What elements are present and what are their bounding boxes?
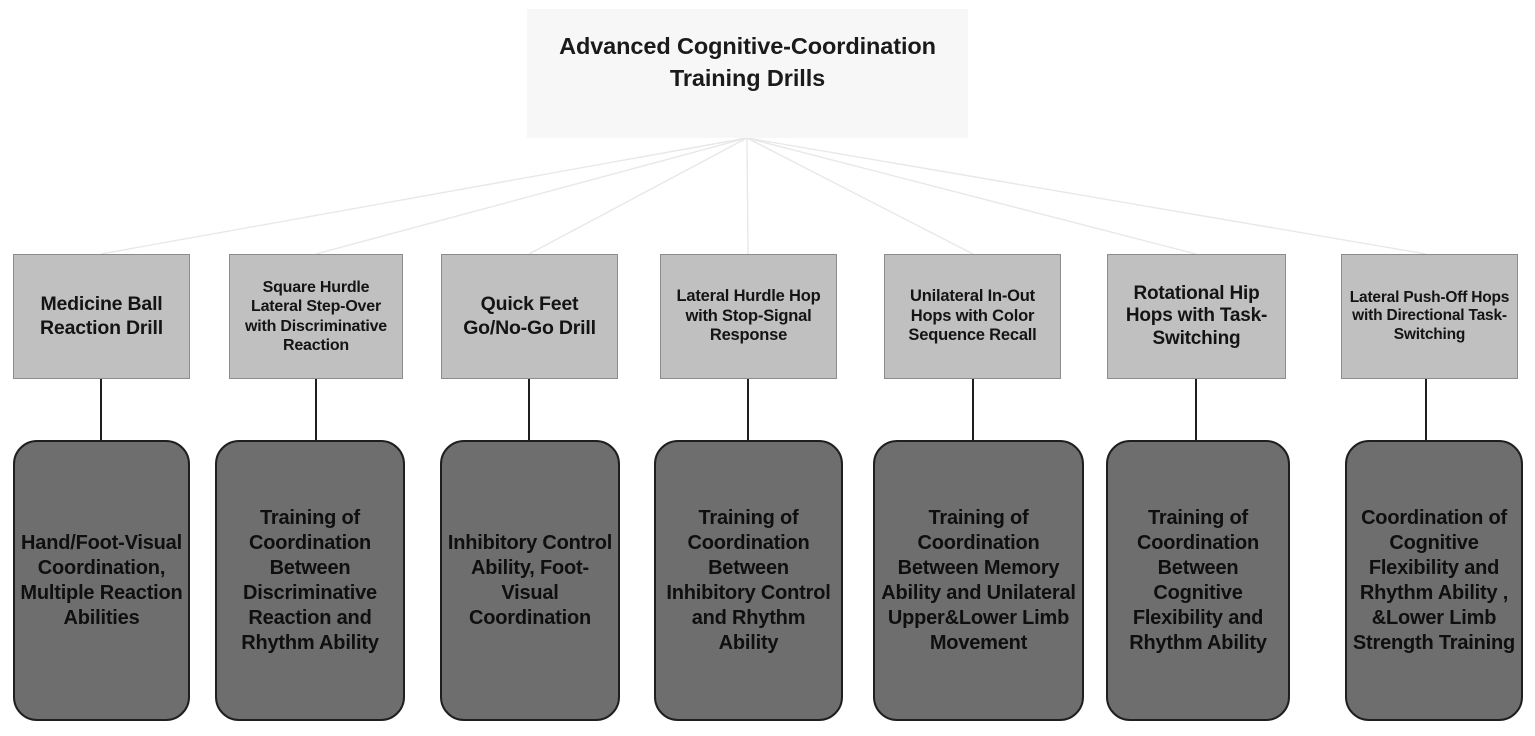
drill-node-2[interactable]: Square Hurdle Lateral Step-Over with Dis… (229, 254, 403, 379)
drill-node-6[interactable]: Rotational Hip Hops with Task-Switching (1107, 254, 1286, 379)
outcome-node-1[interactable]: Hand/Foot-Visual Coordination, Multiple … (13, 440, 190, 721)
outcome-label-7: Coordination of Cognitive Flexibility an… (1352, 506, 1516, 654)
outcome-node-4[interactable]: Training of Coordination Between Inhibit… (654, 440, 843, 721)
drill-label-1: Medicine Ball Reaction Drill (40, 293, 163, 339)
root-node-title: Advanced Cognitive-Coordination Training… (527, 9, 968, 138)
drill-node-7[interactable]: Lateral Push-Off Hops with Directional T… (1341, 254, 1518, 379)
fan-connector-2 (315, 137, 748, 255)
fan-connector-4 (746, 137, 749, 255)
outcome-label-6: Training of Coordination Between Cogniti… (1129, 506, 1267, 654)
drill-node-1[interactable]: Medicine Ball Reaction Drill (13, 254, 190, 379)
drill-node-5[interactable]: Unilateral In-Out Hops with Color Sequen… (884, 254, 1061, 379)
fan-connector-6 (746, 137, 1197, 255)
drill-label-7: Lateral Push-Off Hops with Directional T… (1349, 288, 1510, 343)
fan-connector-5 (746, 137, 974, 255)
fan-connector-1 (100, 137, 748, 255)
outcome-label-2: Training of Coordination Between Discrim… (241, 506, 379, 654)
outcome-node-5[interactable]: Training of Coordination Between Memory … (873, 440, 1084, 721)
outcome-label-4: Training of Coordination Between Inhibit… (666, 506, 831, 654)
drill-label-2: Square Hurdle Lateral Step-Over with Dis… (244, 279, 388, 354)
outcome-node-2[interactable]: Training of Coordination Between Discrim… (215, 440, 405, 721)
outcome-label-3: Inhibitory Control Ability, Foot-Visual … (447, 531, 613, 629)
drill-label-4: Lateral Hurdle Hop with Stop-Signal Resp… (676, 287, 821, 345)
stem-connectors (100, 379, 1427, 441)
drill-node-4[interactable]: Lateral Hurdle Hop with Stop-Signal Resp… (660, 254, 837, 379)
drill-label-6: Rotational Hip Hops with Task-Switching (1125, 282, 1268, 349)
outcome-label-5: Training of Coordination Between Memory … (881, 506, 1076, 654)
outcome-node-6[interactable]: Training of Coordination Between Cogniti… (1106, 440, 1290, 721)
page-title: Advanced Cognitive-Coordination Training… (559, 33, 936, 91)
outcome-label-1: Hand/Foot-Visual Coordination, Multiple … (20, 531, 183, 629)
drill-node-3[interactable]: Quick Feet Go/No-Go Drill (441, 254, 618, 379)
drill-label-5: Unilateral In-Out Hops with Color Sequen… (908, 287, 1037, 345)
fan-connector-3 (528, 137, 748, 255)
fan-connector-7 (746, 137, 1427, 255)
outcome-node-7[interactable]: Coordination of Cognitive Flexibility an… (1345, 440, 1523, 721)
drill-label-3: Quick Feet Go/No-Go Drill (463, 293, 596, 339)
fan-connectors (100, 137, 1427, 255)
outcome-node-3[interactable]: Inhibitory Control Ability, Foot-Visual … (440, 440, 620, 721)
